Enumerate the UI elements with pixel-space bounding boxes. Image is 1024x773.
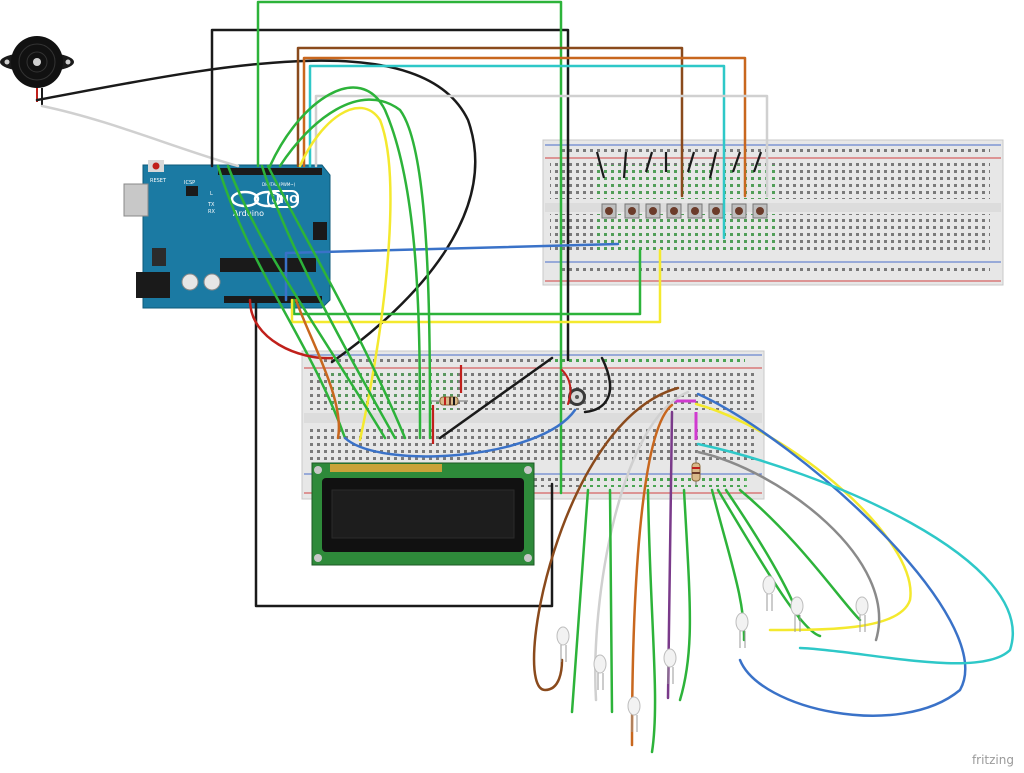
wire [716, 488, 822, 638]
push-button [624, 203, 640, 219]
push-button [708, 203, 724, 219]
led [762, 575, 776, 611]
push-button [687, 203, 703, 219]
arduino-uno-board: UNO Arduino RESET ICSP TX RX L DIGITAL (… [123, 160, 331, 309]
push-button [645, 203, 661, 219]
wire [696, 450, 881, 642]
wire [696, 392, 967, 717]
led [790, 596, 804, 632]
push-button [752, 203, 768, 219]
piezo-buzzer [0, 36, 74, 106]
reset-label: RESET [150, 178, 167, 184]
wire [570, 488, 590, 714]
wire [314, 94, 769, 198]
wire [343, 408, 577, 458]
atmega-chip [220, 258, 316, 272]
resistor [430, 396, 468, 406]
tx-label: TX [207, 202, 215, 208]
wire [308, 64, 726, 240]
power-jack [136, 272, 170, 298]
led [627, 696, 641, 732]
wire [646, 488, 657, 754]
wire [292, 248, 642, 316]
wire [294, 298, 341, 440]
wire [284, 242, 620, 302]
led [735, 612, 749, 648]
wire [278, 98, 432, 440]
wire [583, 356, 612, 414]
wire [35, 59, 477, 364]
push-buttons [601, 203, 768, 219]
wire [532, 386, 680, 692]
wire [696, 442, 1014, 665]
lcd-display [311, 462, 535, 566]
capacitor [181, 273, 199, 291]
push-button [666, 203, 682, 219]
wire [256, 0, 563, 495]
rx-label: RX [208, 209, 215, 215]
wire [254, 298, 554, 608]
wire [40, 104, 240, 168]
wire [561, 369, 572, 405]
power-analog-header [224, 296, 322, 303]
wire [608, 488, 614, 714]
wire [216, 164, 347, 440]
icsp-label: ICSP [184, 180, 195, 186]
breadboard-bottom [301, 350, 765, 500]
wire [268, 86, 422, 440]
wire [210, 28, 570, 362]
wires [35, 0, 1014, 754]
wire [438, 356, 554, 440]
short-jumpers-top [595, 151, 763, 179]
wire [298, 106, 392, 442]
wire [296, 46, 684, 198]
wire [594, 390, 690, 702]
usb-port [123, 183, 149, 217]
led [556, 626, 570, 662]
led [593, 654, 607, 690]
wire [266, 164, 407, 440]
wire [302, 56, 747, 198]
red-jumpers [431, 365, 463, 444]
icsp-header [313, 222, 327, 240]
led [855, 596, 869, 632]
push-button [601, 203, 617, 219]
led [663, 648, 677, 684]
l-label: L [210, 191, 213, 197]
wire [260, 164, 397, 440]
wire [678, 488, 692, 702]
leds [556, 575, 869, 732]
wire [226, 164, 387, 440]
fritzing-watermark: fritzing [971, 753, 1014, 767]
wire [290, 248, 662, 324]
magenta-jumpers [674, 399, 698, 440]
resistor [691, 460, 701, 485]
push-button [731, 203, 747, 219]
capacitor [203, 273, 221, 291]
potentiometer [568, 388, 586, 406]
wire [738, 488, 862, 622]
wire [630, 403, 674, 747]
